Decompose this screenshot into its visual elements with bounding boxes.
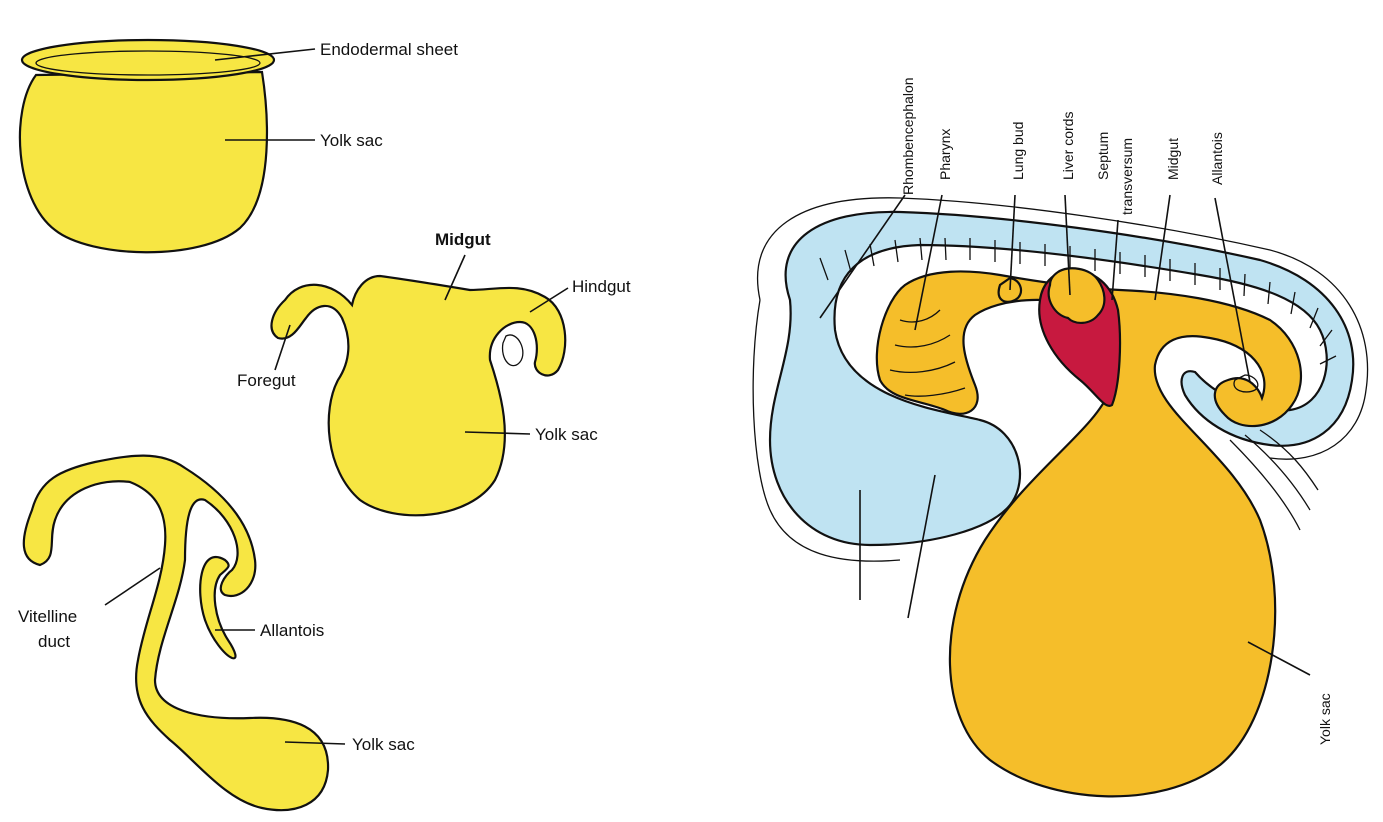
label-lung-bud: Lung bud: [1010, 122, 1026, 180]
leader-vitelline-duct: [105, 568, 160, 605]
label-stage2-yolk-sac: Yolk sac: [535, 425, 598, 444]
stage2-gut-shape: [272, 276, 566, 515]
stage2-hindgut-loop: [503, 335, 523, 366]
stage1-diagram: Endodermal sheet Yolk sac: [20, 40, 458, 252]
label-stage3-yolk-sac: Yolk sac: [352, 735, 415, 754]
label-vitelline-line2: duct: [38, 632, 70, 651]
label-transversum: transversum: [1119, 138, 1135, 215]
label-rhombencephalon: Rhombencephalon: [900, 77, 916, 195]
stage1-endodermal-rim: [22, 40, 274, 80]
label-allantois-left: Allantois: [260, 621, 324, 640]
label-foregut: Foregut: [237, 371, 296, 390]
embryo-diagram: Rhombencephalon Pharynx Lung bud Liver c…: [753, 77, 1367, 796]
label-septum: Septum: [1095, 132, 1111, 180]
label-stage1-yolk-sac: Yolk sac: [320, 131, 383, 150]
stage3-diagram: Vitelline duct Allantois Yolk sac: [18, 456, 415, 810]
label-pharynx: Pharynx: [937, 129, 953, 180]
stage2-diagram: Midgut Hindgut Foregut Yolk sac: [237, 230, 631, 515]
stage1-yolk-sac-shape: [20, 72, 267, 252]
label-vitelline-line1: Vitelline: [18, 607, 77, 626]
label-midgut-right: Midgut: [1165, 138, 1181, 180]
label-yolk-sac-right: Yolk sac: [1317, 693, 1333, 745]
label-hindgut: Hindgut: [572, 277, 631, 296]
label-endodermal-sheet: Endodermal sheet: [320, 40, 458, 59]
label-midgut: Midgut: [435, 230, 491, 249]
label-allantois-right: Allantois: [1209, 132, 1225, 185]
label-liver-cords: Liver cords: [1060, 112, 1076, 180]
